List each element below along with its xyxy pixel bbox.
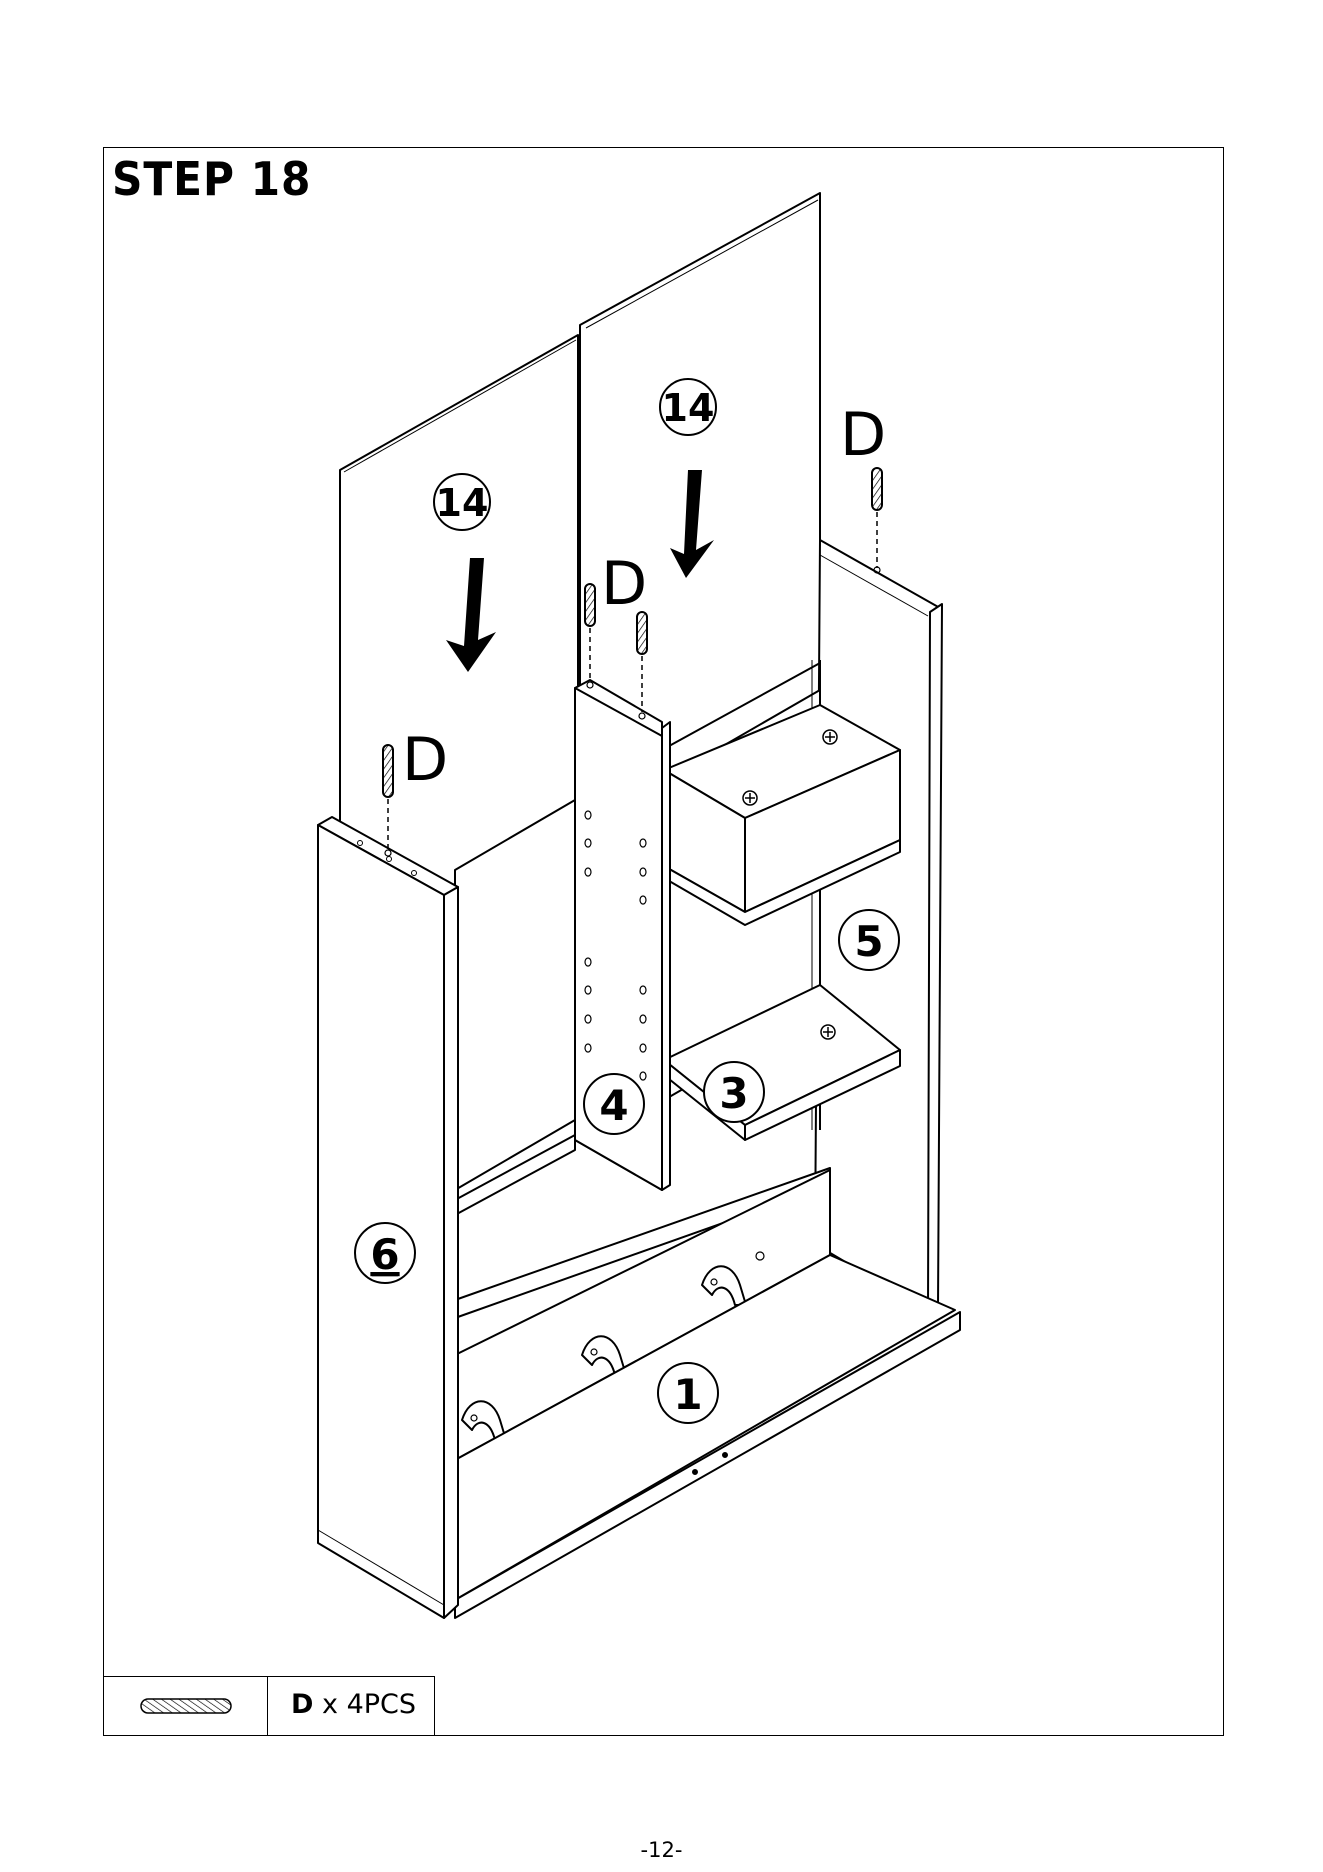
part-letter: D	[291, 1689, 313, 1720]
dowel-label-middle: D	[601, 549, 647, 619]
part-14-label-right: 14	[662, 386, 715, 430]
parts-icon-cell	[103, 1677, 268, 1735]
part-1-label: 1	[673, 1370, 702, 1419]
wooden-dowel-icon	[103, 1677, 268, 1735]
page-number: -12-	[0, 1838, 1323, 1862]
part-4-label: 4	[599, 1081, 628, 1130]
part-14-label-left: 14	[436, 481, 489, 525]
part-6-label: 6	[370, 1230, 399, 1279]
parts-quantity: D x 4PCS	[291, 1689, 416, 1720]
dowel-label-top-right: D	[840, 400, 886, 470]
part-count: x 4PCS	[322, 1689, 416, 1720]
part-5-label: 5	[854, 917, 883, 966]
part-3-label: 3	[719, 1069, 748, 1118]
dowel-label-left: D	[402, 725, 448, 795]
dowel-icon	[872, 468, 882, 573]
left-side-panel	[318, 817, 458, 1618]
parts-list: D x 4PCS	[103, 1676, 435, 1736]
